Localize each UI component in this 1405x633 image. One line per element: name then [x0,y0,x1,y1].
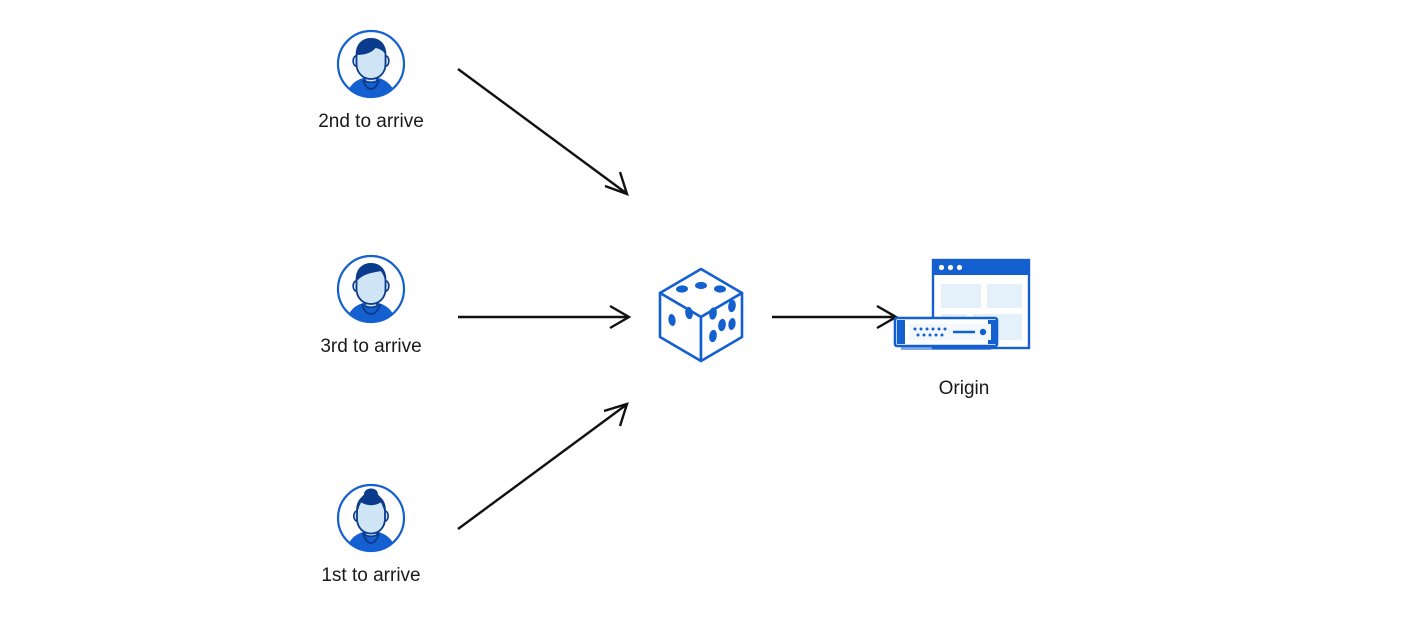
node-origin: Origin [889,256,1039,401]
node-label-visitor-1st: 1st to arrive [321,565,421,586]
user-avatar-icon [335,482,407,554]
arrow-dice-to-origin [772,304,899,330]
node-label-origin: Origin [938,378,990,399]
node-visitor-3rd: 3rd to arrive [303,253,439,359]
node-randomizer [651,263,751,367]
user-avatar-icon [335,253,407,325]
node-visitor-1st: 1st to arrive [303,482,439,588]
origin-server-icon [889,256,1039,364]
user-avatar-icon [335,28,407,100]
dice-icon [651,263,751,367]
node-label-visitor-2nd: 2nd to arrive [318,111,424,132]
node-label-visitor-3rd: 3rd to arrive [320,336,422,357]
arrow-3rd-to-dice [458,304,632,330]
arrow-2nd-to-dice [457,68,629,196]
node-visitor-2nd: 2nd to arrive [303,28,439,134]
arrow-1st-to-dice [457,402,629,530]
server-device-icon [893,316,999,350]
